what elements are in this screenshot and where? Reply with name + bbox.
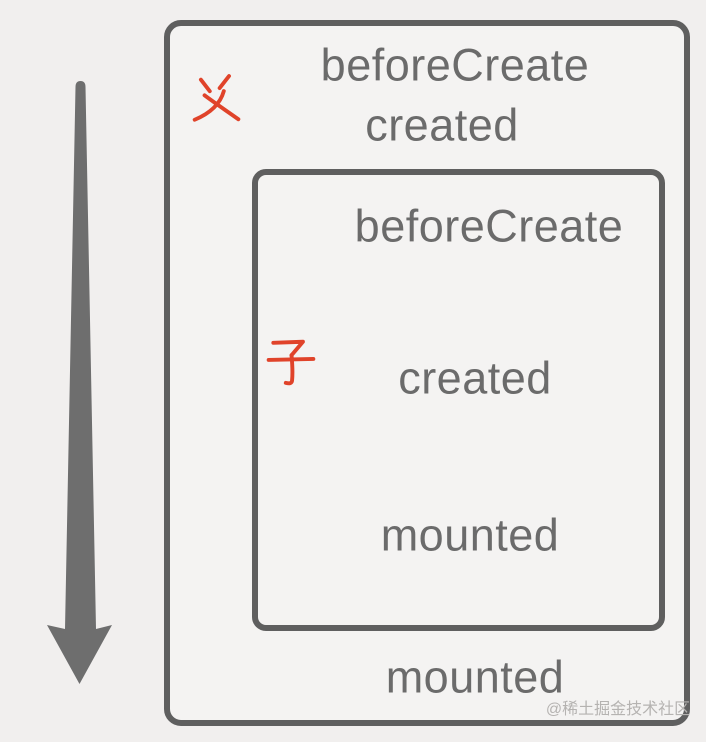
child-hook-created: created bbox=[398, 352, 552, 404]
parent-hook-created: created bbox=[365, 99, 519, 151]
child-lifecycle-box: 子 beforeCreate created mounted bbox=[252, 169, 665, 631]
child-hook-mounted: mounted bbox=[380, 509, 560, 561]
watermark: @稀土掘金技术社区 bbox=[545, 701, 691, 718]
child-character-glyph bbox=[266, 339, 316, 386]
parent-hook-beforecreate: beforeCreate bbox=[320, 39, 590, 91]
parent-hook-mounted: mounted bbox=[385, 651, 565, 703]
parent-marker: 父 bbox=[190, 74, 242, 126]
child-marker: 子 bbox=[265, 335, 317, 387]
parent-lifecycle-box: 父 beforeCreate created 子 beforeCreate cr… bbox=[164, 20, 690, 726]
father-character-glyph bbox=[192, 74, 241, 122]
child-hook-beforecreate: beforeCreate bbox=[354, 200, 624, 252]
